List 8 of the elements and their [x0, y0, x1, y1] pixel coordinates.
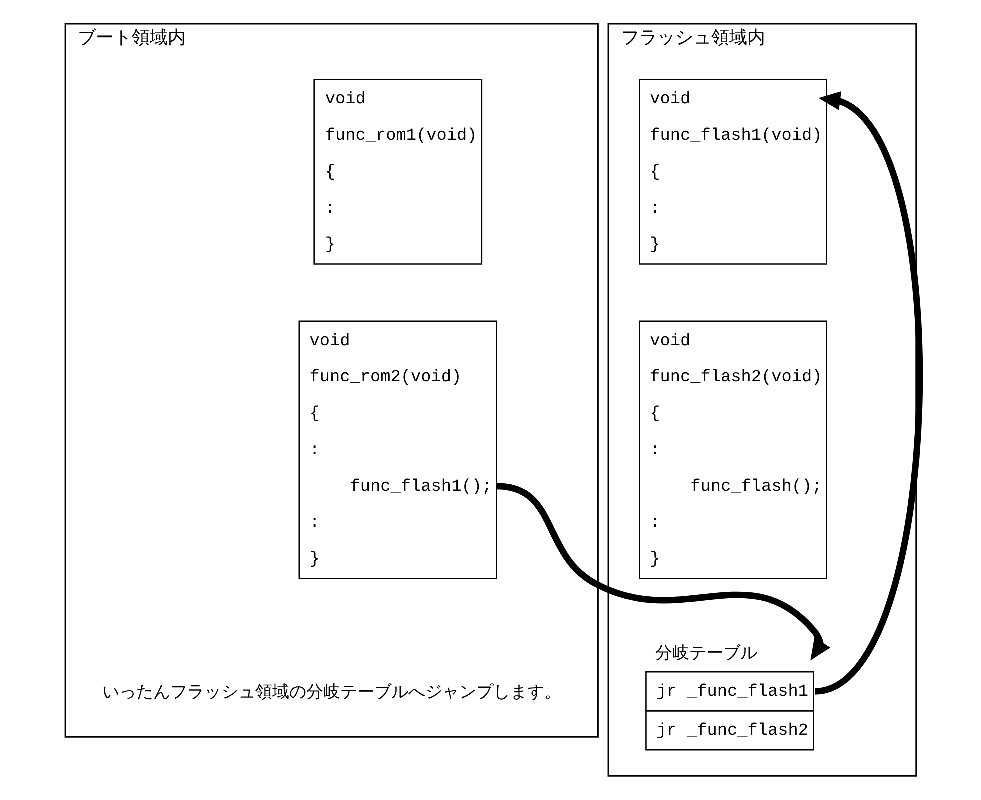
node-box: void func_flash1(void) { : }: [638, 79, 827, 265]
arrow: [496, 483, 830, 661]
label: いったんフラッシュ領域の分岐テーブルへジャンプします。: [102, 681, 561, 702]
node-box: void func_rom1(void) { : }: [313, 79, 482, 265]
node-label: 分岐テーブル: [654, 642, 757, 662]
arrow: [813, 92, 922, 695]
node-box: void func_flash2(void) { : func_flash(); : }: [638, 320, 827, 580]
node-box: void func_rom2(void) { : func_flash1(); : }: [298, 320, 497, 580]
